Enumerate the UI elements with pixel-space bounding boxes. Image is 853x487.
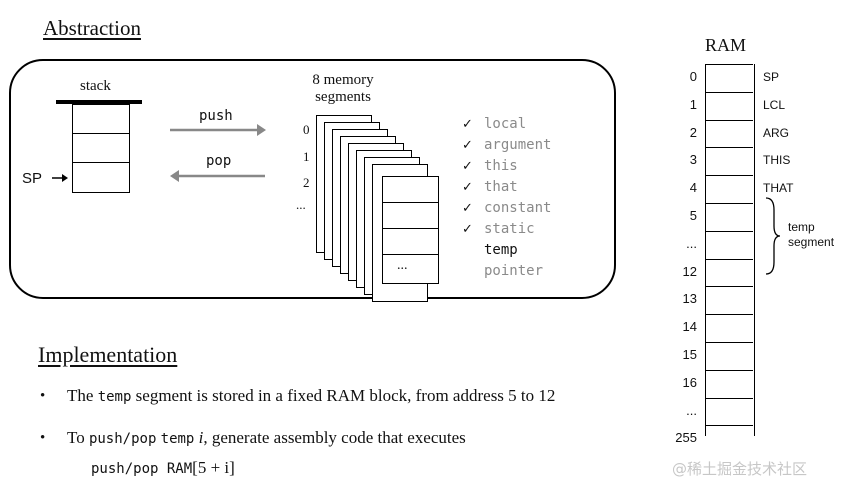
- ram-cell: [705, 397, 753, 425]
- ram-address: 13: [682, 291, 697, 307]
- front-page-dots: ...: [397, 258, 408, 273]
- ram-address: 5: [689, 208, 697, 223]
- segment-name: this: [484, 158, 518, 174]
- abstraction-heading: Abstraction: [43, 16, 141, 40]
- ram-address: 12: [682, 263, 697, 279]
- check-icon: ✓: [462, 201, 473, 216]
- curly-brace-icon: [762, 196, 782, 281]
- ram-cell: [705, 119, 753, 147]
- ram-cell: [705, 230, 753, 258]
- check-icon: ✓: [462, 117, 473, 132]
- ram-register-name: LCL: [763, 97, 786, 112]
- segment-index: 2: [303, 175, 310, 190]
- temp-segment-label: temp segment: [788, 220, 835, 249]
- segment-name: temp: [484, 242, 518, 258]
- ram-register-name: SP: [763, 70, 780, 84]
- push-label: push: [199, 108, 233, 124]
- check-icon: ✓: [462, 222, 473, 237]
- ram-cell: [705, 91, 753, 119]
- segment-name: static: [484, 221, 535, 237]
- pop-arrow-icon: [170, 170, 265, 182]
- pop-label: pop: [206, 153, 232, 169]
- ram-address: 255: [675, 430, 697, 446]
- bullet-2-text: To push/pop temp i, generate assembly co…: [67, 428, 466, 447]
- ram-cell: [705, 147, 753, 174]
- implementation-heading: Implementation: [38, 342, 178, 367]
- segment-item: ✓ that: [462, 179, 518, 195]
- ram-address: ...: [686, 402, 697, 418]
- ram-cell: [705, 175, 753, 202]
- ram-address: 16: [682, 374, 697, 390]
- stack-cell: [72, 104, 130, 135]
- segment-item: ✓ static: [462, 221, 535, 237]
- ram-register-name: THAT: [763, 181, 794, 196]
- ram-register-name: ARG: [763, 125, 790, 140]
- stack-top-bar: [56, 100, 142, 104]
- ram-address: ...: [686, 235, 697, 251]
- ram-address: 0: [689, 69, 697, 84]
- segment-index: 1: [303, 149, 310, 164]
- ram-cell: [705, 286, 753, 313]
- segment-item: ✓ this: [462, 158, 518, 174]
- bullet-dot: •: [40, 388, 46, 404]
- ram-cell: [705, 64, 753, 91]
- segment-item: ✓ local: [462, 116, 526, 132]
- ram-address: 14: [682, 319, 697, 335]
- segment-index: ...: [296, 197, 306, 212]
- push-arrow-icon: [170, 124, 266, 136]
- bullet-1-text: The temp segment is stored in a fixed RA…: [67, 386, 556, 405]
- ram-column: [705, 64, 755, 436]
- bullet-dot: •: [40, 430, 46, 446]
- segments-title: 8 memory segments: [312, 72, 374, 105]
- segment-item: ✓ argument: [462, 137, 551, 153]
- check-icon: ✓: [462, 180, 473, 195]
- ram-cell: [705, 369, 753, 397]
- ram-address: 3: [689, 152, 697, 168]
- bullet-2-code-line: push/pop RAM[5 + i]: [91, 458, 235, 477]
- stack-label: stack: [80, 78, 111, 94]
- ram-cell: [705, 314, 753, 341]
- segment-index: 0: [303, 122, 310, 137]
- ram-address: 15: [682, 347, 697, 362]
- segment-front-page: [382, 176, 439, 284]
- segment-name: constant: [484, 200, 552, 216]
- segment-name: argument: [484, 137, 552, 153]
- stack-cell: [72, 162, 130, 193]
- sp-pointer-arrow-icon: [52, 172, 68, 187]
- segment-item: pointer: [462, 263, 543, 279]
- ram-address: 1: [689, 96, 697, 112]
- ram-address: 4: [689, 180, 697, 196]
- segment-name: pointer: [484, 263, 544, 279]
- ram-register-name: THIS: [763, 153, 791, 168]
- segment-item: ✓ constant: [462, 200, 551, 216]
- ram-title: RAM: [705, 35, 747, 55]
- sp-label: SP: [22, 170, 43, 187]
- ram-cell: [705, 258, 753, 286]
- stack-cell: [72, 133, 130, 164]
- watermark: @稀土掘金技术社区: [672, 460, 808, 478]
- ram-cell: [705, 425, 753, 452]
- push-pop-arrows: [165, 118, 270, 193]
- check-icon: ✓: [462, 159, 473, 174]
- segment-name: local: [484, 116, 527, 132]
- ram-cell: [705, 342, 753, 369]
- ram-address: 2: [689, 124, 697, 140]
- check-icon: ✓: [462, 138, 473, 153]
- segment-item: temp: [462, 242, 518, 258]
- segment-name: that: [484, 179, 518, 195]
- ram-cell: [705, 203, 753, 230]
- abstraction-box: [9, 59, 616, 299]
